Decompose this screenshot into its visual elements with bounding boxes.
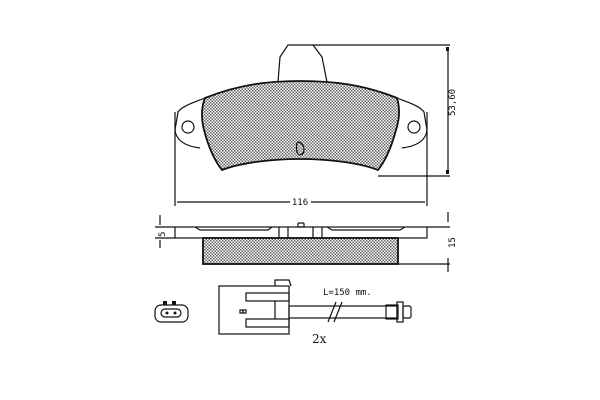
sensor-length-label: L=150 mm. bbox=[323, 288, 372, 298]
sensor-connector-end-view bbox=[154, 301, 189, 323]
wear-indicator-slot bbox=[295, 141, 305, 156]
height-dimension bbox=[313, 44, 450, 177]
mounting-hole-left bbox=[181, 120, 195, 134]
total-thickness-label: 15 bbox=[448, 237, 458, 248]
side-view bbox=[155, 212, 450, 272]
width-label: 116 bbox=[292, 198, 308, 208]
backing-plate-front-view bbox=[174, 44, 428, 149]
width-dimension bbox=[174, 112, 428, 206]
mounting-hole-right bbox=[407, 120, 421, 134]
plate-thickness-label: 5 bbox=[158, 232, 168, 237]
friction-material-side bbox=[202, 237, 399, 265]
quantity-label: 2x bbox=[312, 332, 327, 346]
height-label: 53,60 bbox=[448, 89, 458, 116]
wear-sensor bbox=[218, 279, 412, 335]
friction-material-front bbox=[200, 80, 401, 172]
